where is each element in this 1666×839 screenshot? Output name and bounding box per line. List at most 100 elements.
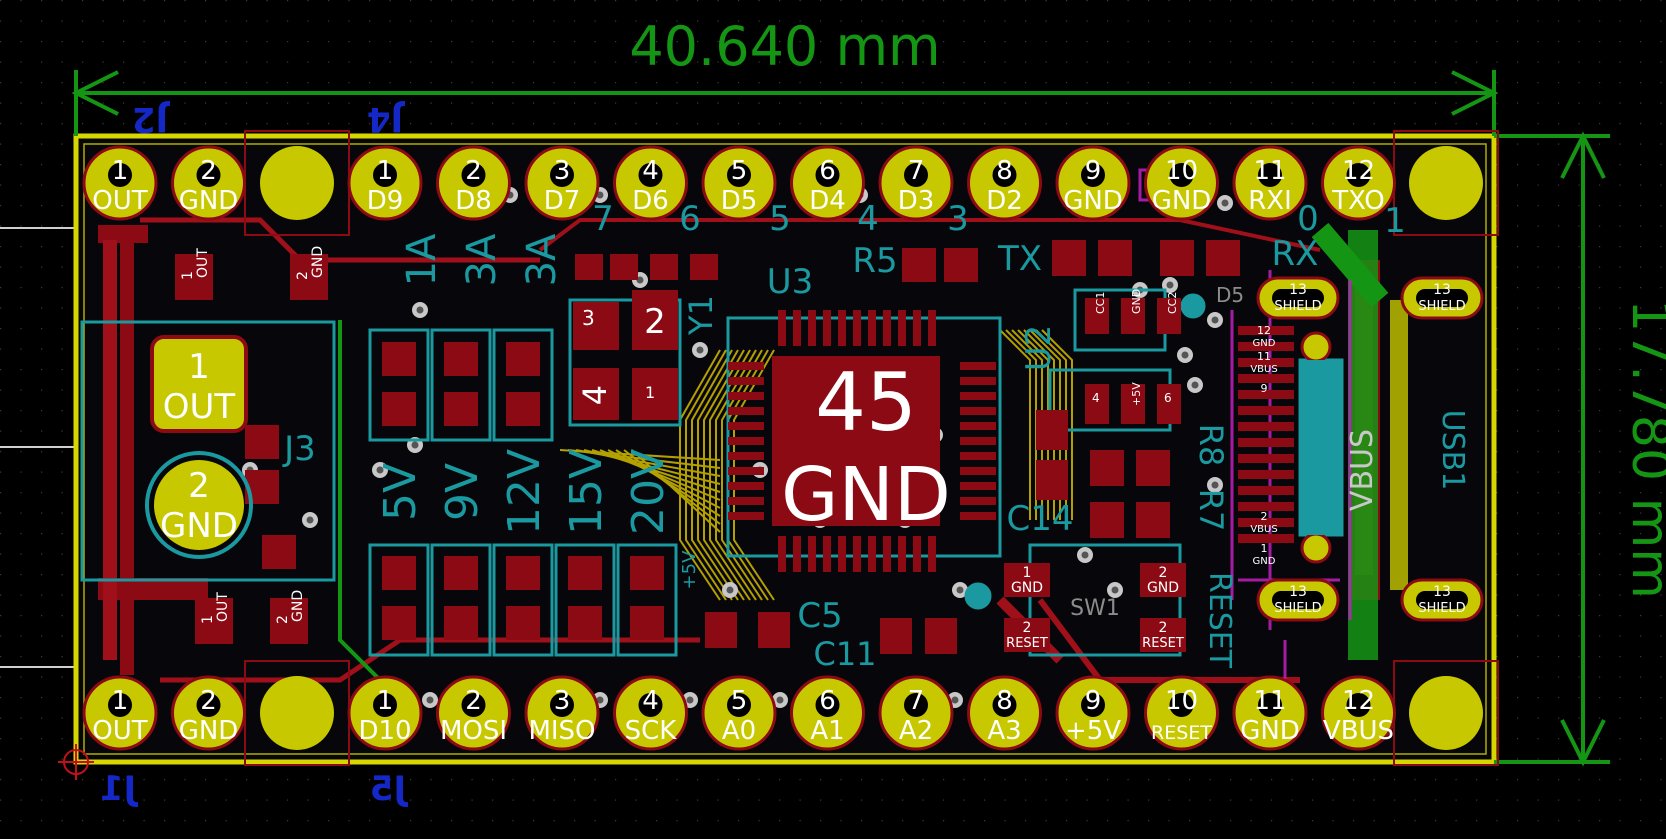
- smd-pad[interactable]: [690, 254, 718, 280]
- header-j4-pin[interactable]: 5D5: [701, 145, 777, 221]
- header-j5-pin[interactable]: 7A2: [878, 675, 954, 751]
- regulator-pad[interactable]: [290, 254, 328, 300]
- smd-pad[interactable]: [444, 392, 478, 426]
- header-j4-pin[interactable]: 2D8: [436, 145, 511, 221]
- header-j5-pin[interactable]: 5A0: [701, 675, 777, 751]
- smd-pad[interactable]: [1160, 240, 1194, 276]
- smd-pad[interactable]: [1090, 502, 1124, 538]
- header-j4-pin[interactable]: 4D6: [613, 145, 688, 221]
- smd-pad[interactable]: [568, 606, 602, 640]
- header-j4-pin[interactable]: 1D9: [347, 145, 423, 221]
- header-j4-pin[interactable]: 3D7: [524, 145, 600, 221]
- switch-pad[interactable]: [1004, 563, 1050, 597]
- smd-pad[interactable]: [902, 248, 936, 282]
- smd-pad[interactable]: [245, 425, 279, 459]
- crystal-y1[interactable]: 3 2 4 1: [573, 290, 678, 420]
- crystal-pad[interactable]: [573, 368, 619, 420]
- smd-pad[interactable]: [1052, 240, 1086, 276]
- pd-pad[interactable]: [1157, 384, 1181, 424]
- smd-pad[interactable]: [506, 556, 540, 590]
- smd-pad[interactable]: [382, 606, 416, 640]
- smd-pad[interactable]: [944, 248, 978, 282]
- terminal-pin-2[interactable]: [154, 460, 244, 550]
- regulator-pad[interactable]: [270, 598, 308, 644]
- cc-pad-group[interactable]: CC1 GND CC2 4 +5V 6: [1085, 289, 1181, 424]
- smd-pad[interactable]: [382, 556, 416, 590]
- smd-pad[interactable]: [650, 254, 678, 280]
- switch-pad[interactable]: [1004, 618, 1050, 652]
- regulator-pad[interactable]: [195, 598, 233, 644]
- crystal-pad[interactable]: [632, 290, 678, 350]
- switch-pad[interactable]: [1140, 563, 1186, 597]
- pd-pad[interactable]: [1121, 384, 1145, 424]
- smd-pad[interactable]: [382, 392, 416, 426]
- switch-pad[interactable]: [1140, 618, 1186, 652]
- smd-pad[interactable]: [506, 392, 540, 426]
- crystal-pad[interactable]: [632, 368, 678, 420]
- smd-pad[interactable]: [444, 606, 478, 640]
- smd-pad[interactable]: [630, 556, 664, 590]
- mcu-u3[interactable]: 45 GND: [728, 310, 996, 572]
- smd-pad[interactable]: [880, 618, 912, 654]
- header-j4-pin[interactable]: 6D4: [790, 145, 865, 221]
- smd-pad[interactable]: [444, 556, 478, 590]
- smd-pad[interactable]: [444, 342, 478, 376]
- smd-pad[interactable]: [630, 606, 664, 640]
- smd-pad[interactable]: [1136, 502, 1170, 538]
- smd-pad[interactable]: [262, 535, 296, 569]
- crystal-pad[interactable]: [573, 302, 619, 350]
- smd-pad[interactable]: [925, 618, 957, 654]
- regulator-bottom[interactable]: 1 OUT 2 GND: [195, 590, 308, 644]
- smd-pad[interactable]: [506, 606, 540, 640]
- smd-pad[interactable]: [1036, 460, 1068, 500]
- smd-pad[interactable]: [1036, 410, 1068, 450]
- regulator-pad[interactable]: [175, 254, 213, 300]
- cc-pad[interactable]: [1085, 298, 1109, 334]
- header-j5-pin[interactable]: 6A1: [790, 675, 865, 751]
- header-j4-pin[interactable]: 8D2: [967, 145, 1042, 221]
- mcu-center-pad[interactable]: [772, 356, 940, 526]
- smd-pad[interactable]: [610, 254, 638, 280]
- terminal-pin-1-square[interactable]: [150, 335, 248, 433]
- smd-pad[interactable]: [1098, 240, 1132, 276]
- smd-pad[interactable]: [758, 612, 790, 648]
- smd-pad[interactable]: [705, 612, 737, 648]
- pd-pad[interactable]: [1085, 384, 1109, 424]
- smd-pad[interactable]: [568, 556, 602, 590]
- smd-pad[interactable]: [1136, 450, 1170, 486]
- terminal-j3[interactable]: 1 OUT 2 GND J3: [145, 335, 316, 559]
- smd-pad[interactable]: [575, 254, 603, 280]
- header-j5-pin[interactable]: 8A3: [967, 675, 1042, 751]
- cc-pad[interactable]: [1121, 298, 1145, 334]
- smd-pad[interactable]: [1090, 450, 1124, 486]
- smd-pad[interactable]: [382, 342, 416, 376]
- header-j4-pin[interactable]: 7D3: [878, 145, 954, 221]
- smd-pad[interactable]: [1206, 240, 1240, 276]
- smd-pad[interactable]: [506, 342, 540, 376]
- header-j5-pin[interactable]: 9+5V: [1055, 675, 1131, 751]
- regulator-top[interactable]: 1 OUT 2 GND: [175, 246, 328, 300]
- switch-sw1[interactable]: 1 GND 2 GND 2 RESET 2 RESET SW1: [1004, 563, 1186, 652]
- cc-pad[interactable]: [1157, 298, 1181, 334]
